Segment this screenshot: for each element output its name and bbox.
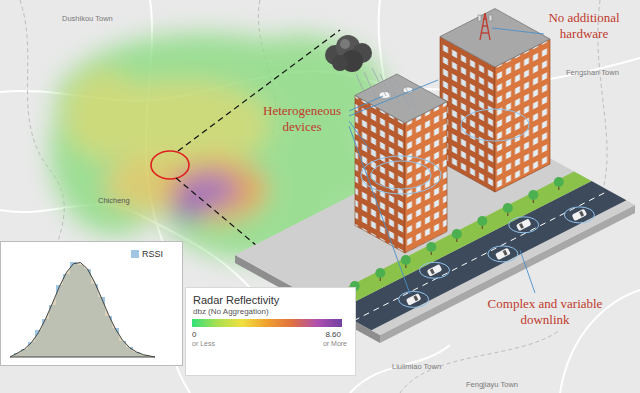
leader-lines	[349, 80, 438, 116]
unit-label: dbz (No Aggregation)	[193, 307, 269, 316]
place-name: Fengshan Town	[566, 68, 619, 77]
cars	[503, 250, 508, 256]
density-curve	[10, 263, 155, 358]
trees	[503, 203, 513, 213]
color-scale-bar	[192, 319, 342, 327]
cars	[572, 209, 588, 222]
cars	[579, 211, 584, 217]
rain	[388, 78, 400, 104]
short-building	[355, 74, 447, 253]
legend-row: RSSI	[131, 249, 163, 259]
cell-tower	[478, 13, 492, 40]
signal-rings	[361, 109, 594, 307]
cars	[427, 264, 443, 277]
signal-rings	[461, 109, 529, 141]
signal-rings	[420, 262, 450, 278]
place-name: Fengjiayu Town	[466, 380, 518, 389]
place-name: Chicheng	[98, 196, 130, 205]
trees	[554, 177, 564, 187]
trees	[452, 229, 462, 239]
storm-cloud	[332, 55, 348, 71]
signal-rings	[361, 156, 441, 194]
signal-rings	[399, 291, 429, 307]
cars	[406, 293, 422, 306]
rain	[364, 72, 376, 98]
cars	[572, 209, 588, 222]
cars	[406, 293, 422, 306]
signal-rings	[564, 207, 594, 223]
place-name: Dushikou Town	[62, 14, 113, 23]
trees	[401, 255, 411, 265]
trees	[528, 190, 538, 200]
tall-building	[440, 9, 550, 67]
scale-min: 0	[192, 330, 196, 339]
signal-rings	[488, 246, 518, 262]
panel-title: Radar Reflectivity	[193, 294, 279, 307]
signal-rings	[509, 217, 539, 233]
storm-cloud	[340, 39, 350, 49]
cars	[495, 248, 511, 261]
cell-tower	[482, 25, 488, 26]
cars	[427, 264, 443, 277]
map-roads	[350, 345, 450, 393]
radar-heatmap	[65, 70, 145, 160]
chart-legend: RSSI	[131, 249, 163, 261]
trees	[477, 216, 487, 226]
annotation: No additional hardware	[540, 10, 628, 41]
leader-lines	[520, 250, 535, 293]
rain	[404, 84, 416, 110]
scale-note: or More	[323, 340, 347, 348]
cell-tower	[481, 32, 489, 33]
focus-circle	[151, 151, 189, 179]
trees	[350, 177, 564, 294]
rain	[356, 74, 366, 96]
trees	[375, 268, 385, 278]
cars	[406, 209, 587, 306]
scale-max: 8.60	[325, 330, 341, 339]
histogram-inset	[1, 242, 183, 366]
cars	[430, 269, 435, 275]
histogram-inset	[1, 242, 183, 366]
district-boundary	[400, 330, 560, 393]
legend-panel: Radar Reflectivitydbz (No Aggregation)0o…	[185, 287, 356, 376]
tall-building	[440, 9, 550, 192]
storm-cloud	[325, 35, 372, 72]
scale-note: or Less	[192, 340, 215, 348]
annotation: Heterogeneous devices	[256, 103, 348, 134]
legend-text: RSSI	[142, 249, 163, 259]
leader-lines	[492, 28, 544, 34]
signal-rings	[371, 161, 431, 189]
radar-heatmap	[163, 158, 267, 222]
cars	[516, 219, 532, 232]
annotation: Complex and variable downlink	[482, 296, 608, 327]
cell-tower	[483, 18, 487, 19]
cars	[519, 223, 524, 229]
place-name: Liulimiao Town	[392, 362, 441, 371]
cell-tower	[478, 15, 481, 21]
leader-lines	[349, 28, 544, 294]
legend-swatch	[131, 250, 139, 258]
cars	[516, 219, 532, 232]
cars	[413, 295, 418, 301]
short-building	[355, 74, 447, 123]
cell-tower	[489, 15, 492, 21]
cars	[495, 248, 511, 261]
leader-lines	[349, 126, 410, 294]
trees	[426, 242, 436, 252]
